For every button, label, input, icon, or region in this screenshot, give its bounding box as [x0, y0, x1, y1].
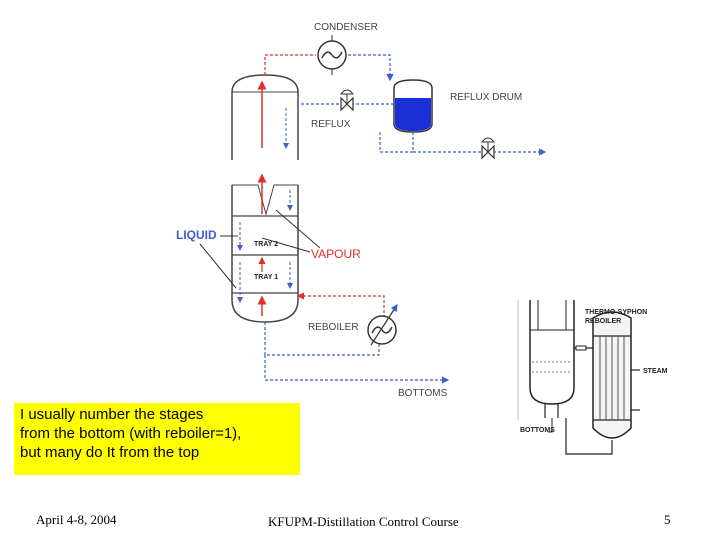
upper-column — [231, 74, 299, 160]
distillate-line — [379, 130, 547, 156]
reflux-drum-label: REFLUX DRUM — [450, 92, 522, 103]
reflux-valve-icon — [339, 89, 355, 112]
overhead-vapour-line — [264, 54, 394, 82]
note-line-2: from the bottom (with reboiler=1), — [20, 425, 242, 442]
bottoms-label: BOTTOMS — [398, 388, 448, 399]
vapour-label: VAPOUR — [311, 247, 361, 261]
footer-date: April 4-8, 2004 — [36, 512, 117, 527]
thermosyphon-exchanger — [592, 311, 640, 439]
liquid-pointer-lines — [199, 235, 238, 289]
condenser-icon — [317, 35, 347, 75]
note-box: I usually number the stages from the bot… — [14, 403, 300, 475]
footer-course: KFUPM-Distillation Control Course — [268, 514, 459, 529]
footer-page-number: 5 — [664, 512, 671, 527]
thermosyphon-label: THERMO-SYPHON — [585, 309, 647, 316]
lower-column — [231, 173, 299, 323]
note-line-1: I usually number the stages — [20, 406, 204, 423]
thermosyphon-column — [517, 300, 613, 455]
reflux-label: REFLUX — [311, 119, 351, 130]
liquid-label: LIQUID — [176, 228, 217, 242]
distillate-valve-icon — [480, 137, 496, 160]
condenser-label: CONDENSER — [314, 22, 378, 33]
note-line-3: but many do It from the top — [20, 444, 200, 461]
reboiler-label: REBOILER — [308, 322, 359, 333]
reboiler-loop — [264, 292, 385, 356]
thermosyphon-bottoms-label: BOTTOMS — [520, 427, 555, 434]
thermosyphon-reboiler-label: REBOILER — [585, 318, 621, 325]
reflux-drum — [393, 79, 433, 133]
vapour-pointer-lines — [261, 209, 321, 253]
steam-label: STEAM — [643, 368, 668, 375]
bottoms-line — [264, 355, 450, 384]
tray2-label: TRAY 2 — [254, 241, 278, 248]
reboiler-icon — [367, 303, 398, 346]
tray1-label: TRAY 1 — [254, 274, 278, 281]
